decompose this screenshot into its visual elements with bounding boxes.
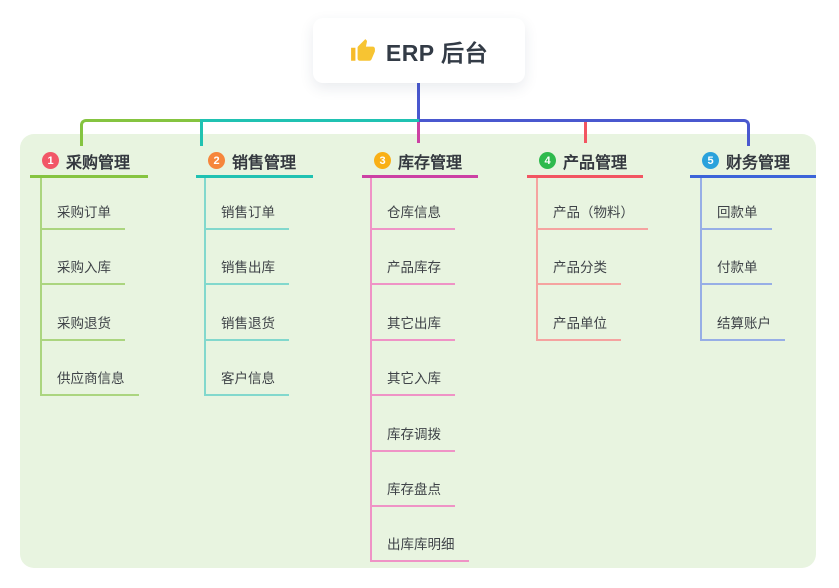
child-node-stock-taking[interactable]: 库存盘点 [370, 478, 455, 507]
drop-line-product [584, 122, 587, 143]
child-node-payment-bill[interactable]: 付款单 [700, 256, 772, 285]
child-node-sales-order[interactable]: 销售订单 [204, 201, 289, 230]
child-node-purchase-inbound[interactable]: 采购入库 [40, 256, 125, 285]
branch-header-finance[interactable]: 5 财务管理 [690, 146, 816, 178]
branch-label-inventory: 库存管理 [398, 154, 463, 172]
root-node-erp[interactable]: ERP 后台 [313, 18, 525, 83]
branch-label-purchase: 采购管理 [66, 154, 131, 172]
branch-spine-finance [700, 178, 702, 341]
child-node-purchase-order[interactable]: 采购订单 [40, 201, 125, 230]
child-node-purchase-return[interactable]: 采购退货 [40, 312, 125, 341]
branch-header-purchase[interactable]: 1 采购管理 [30, 146, 148, 178]
child-node-product-material[interactable]: 产品（物料） [536, 201, 648, 230]
branch-header-product[interactable]: 4 产品管理 [527, 146, 643, 178]
branch-spine-sales [204, 178, 206, 396]
branch-header-sales[interactable]: 2 销售管理 [196, 146, 313, 178]
bus-segment-indigo [419, 119, 750, 146]
child-node-product-stock[interactable]: 产品库存 [370, 256, 455, 285]
thumbs-up-icon [350, 38, 375, 61]
child-node-settlement-account[interactable]: 结算账户 [700, 312, 785, 341]
branch-header-inventory[interactable]: 3 库存管理 [362, 146, 478, 178]
mindmap-background-panel [20, 134, 816, 568]
branch-label-product: 产品管理 [563, 154, 628, 172]
child-node-other-outbound[interactable]: 其它出库 [370, 312, 455, 341]
root-node-label: ERP 后台 [385, 39, 489, 66]
child-node-supplier-info[interactable]: 供应商信息 [40, 367, 139, 396]
branch-badge-3: 3 [374, 152, 391, 169]
branch-spine-purchase [40, 178, 42, 396]
child-node-sales-outbound[interactable]: 销售出库 [204, 256, 289, 285]
child-node-product-category[interactable]: 产品分类 [536, 256, 621, 285]
branch-badge-4: 4 [539, 152, 556, 169]
branch-label-finance: 财务管理 [726, 154, 791, 172]
branch-badge-2: 2 [208, 152, 225, 169]
child-node-product-unit[interactable]: 产品单位 [536, 312, 621, 341]
child-node-stock-transfer[interactable]: 库存调拨 [370, 423, 455, 452]
drop-line-inventory [417, 122, 420, 143]
bus-segment-teal [200, 119, 419, 146]
child-node-outbound-detail[interactable]: 出库库明细 [370, 533, 469, 562]
branch-spine-product [536, 178, 538, 341]
child-node-customer-info[interactable]: 客户信息 [204, 367, 289, 396]
branch-spine-inventory [370, 178, 372, 562]
branch-label-sales: 销售管理 [232, 154, 297, 172]
child-node-sales-return[interactable]: 销售退货 [204, 312, 289, 341]
branch-badge-5: 5 [702, 152, 719, 169]
bus-segment-green [80, 119, 200, 146]
child-node-other-inbound[interactable]: 其它入库 [370, 367, 455, 396]
child-node-warehouse-info[interactable]: 仓库信息 [370, 201, 455, 230]
child-node-receipt-bill[interactable]: 回款单 [700, 201, 772, 230]
branch-badge-1: 1 [42, 152, 59, 169]
root-connector-line [417, 83, 420, 119]
